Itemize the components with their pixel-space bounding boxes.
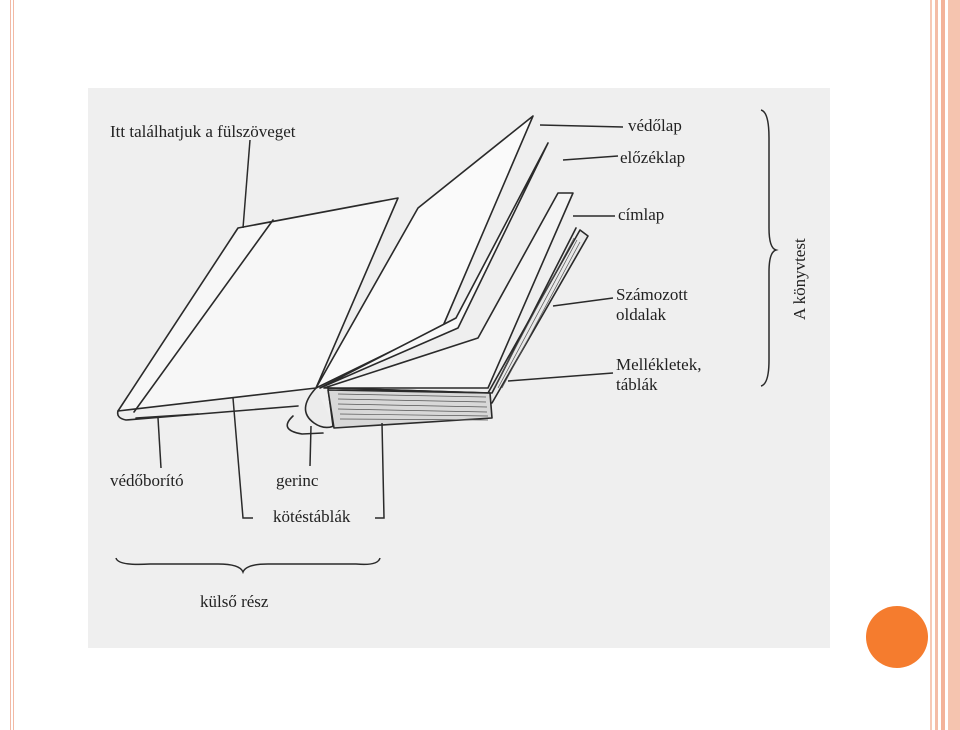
accent-circle <box>866 606 928 668</box>
label-kotestablak: kötéstáblák <box>273 507 351 526</box>
slide-frame-left <box>10 0 14 730</box>
label-gerinc: gerinc <box>276 471 319 490</box>
book-drawing <box>115 109 779 575</box>
label-kulso-resz: külső rész <box>200 592 269 611</box>
leader-fulszoveg <box>242 139 251 229</box>
page-elozeklap <box>319 142 549 389</box>
page-edge-hatching <box>337 237 581 421</box>
leader-elozeklap <box>562 155 619 161</box>
page-cimlap <box>323 192 574 389</box>
label-mellekletek: Mellékletek, táblák <box>616 355 702 394</box>
leader-gerinc <box>309 425 312 467</box>
leader-vedolap <box>539 124 624 128</box>
leader-szamozott <box>552 297 614 307</box>
label-konyvtest: A könyvtest <box>790 238 809 320</box>
spine-curve <box>304 387 335 429</box>
label-cimlap: címlap <box>618 205 665 224</box>
brace-konyvtest <box>760 109 779 387</box>
leader-vedoborito <box>157 417 162 469</box>
jacket-flap-fold <box>133 219 274 413</box>
leader-kotestablak-left <box>232 397 253 519</box>
leader-mellekletek <box>507 372 614 382</box>
label-elozeklap: előzéklap <box>620 148 686 167</box>
label-vedoborito: védőborító <box>110 471 184 490</box>
front-cover <box>117 197 399 412</box>
slide-frame-right <box>930 0 960 730</box>
book-anatomy-figure: Itt találhatjuk a fülszöveget védőlap el… <box>88 88 830 648</box>
leader-kotestablak-right <box>375 422 385 519</box>
label-vedolap: védőlap <box>628 116 682 135</box>
brace-kulso-resz <box>115 557 381 575</box>
label-szamozott-oldalak: Számozott oldalak <box>616 285 688 324</box>
label-fulszoveg: Itt találhatjuk a fülszöveget <box>110 122 296 141</box>
